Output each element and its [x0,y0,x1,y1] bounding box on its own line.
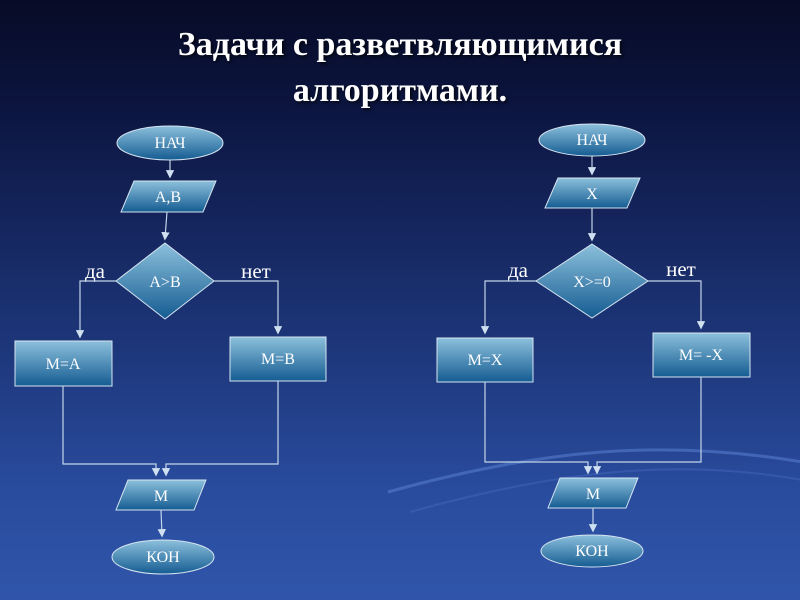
input-label: А,В [155,189,181,206]
process-yes-label: М=Х [468,352,503,369]
slide-title-line1: Задачи с разветвляющимися [177,26,623,63]
merge-no-connector [161,381,279,477]
input-label: Х [586,186,598,203]
decision-label: Х>=0 [573,274,611,291]
slide-title: Задачи с разветвляющимися алгоритмами. [0,22,800,114]
no-branch-connector [214,280,283,335]
flowchart-right: НАЧ Х Х>=0 да нет М=Х М= -Х М КОН [436,123,751,568]
output-parallelogram [115,479,207,511]
connector-output-end [157,509,166,538]
decision-diamond [115,242,215,320]
yes-branch-label: да [85,259,106,283]
yes-branch-connector [75,280,116,339]
process-no-label: М=В [261,351,295,368]
process-yes-label: М=А [46,356,81,373]
decorative-swoosh-1 [387,448,800,494]
flowchart-left: НАЧ А,В А>В да нет М=А М=В М КОН [14,125,327,575]
end-ellipse [540,534,644,568]
end-label: КОН [575,543,609,560]
start-label: НАЧ [154,135,185,152]
merge-no-connector [592,377,702,475]
output-label: М [586,486,600,503]
decision-diamond [535,243,649,319]
process-yes-rect [436,337,534,383]
no-branch-label: нет [241,259,271,283]
decorative-swoosh-2 [409,468,800,513]
yes-branch-label: да [508,258,529,282]
process-no-label: М= -Х [679,347,724,364]
connector-input-decision [161,211,170,241]
process-no-rect [229,336,327,382]
no-branch-label: нет [666,257,696,281]
start-label: НАЧ [576,132,607,149]
merge-yes-connector [484,382,593,475]
merge-yes-connector [62,386,161,477]
end-ellipse [111,539,215,575]
decision-label: А>В [149,274,180,291]
yes-branch-connector [480,280,536,335]
slide-title-line2: алгоритмами. [292,71,508,109]
input-parallelogram [544,177,641,209]
output-label: М [154,488,168,505]
end-label: КОН [146,549,180,566]
no-branch-connector [648,280,706,330]
input-parallelogram [120,180,217,213]
output-parallelogram [547,477,639,509]
